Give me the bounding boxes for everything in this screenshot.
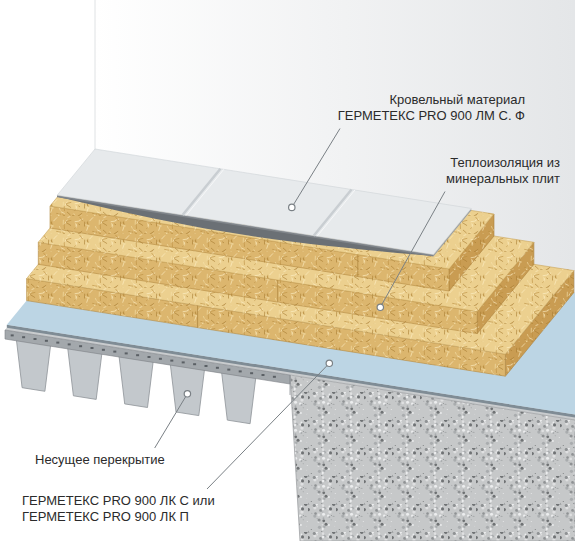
membrane-seam [314,190,352,236]
label-anchor: Кровельный материал ГЕРМЕТЕКС PRO 900 ЛМ… [325,92,525,125]
leader-line [380,192,445,308]
slab-joint [357,255,358,277]
label-anchor: Теплоизоляция из минеральных плит [410,155,560,188]
membrane-top [57,149,471,255]
deck-rib [16,340,50,392]
deck-perforation [273,376,276,378]
deck-perforation [136,354,139,356]
deck-rib [119,356,153,408]
membrane-seam-light [186,169,224,215]
deck-perforation [45,340,48,342]
deck-perforation [68,343,71,345]
callout-label: Теплоизоляция из минеральных плит [410,155,560,188]
deck-perforation [11,334,14,336]
callout-label: Кровельный материал ГЕРМЕТЕКС PRO 900 ЛМ… [325,92,525,125]
roof-layers [5,0,575,541]
callout-label: ГЕРМЕТЕКС PRO 900 ЛК С или ГЕРМЕТЕКС PRO… [22,493,232,526]
leader-dot [184,391,190,397]
leader-lines [155,129,445,490]
deck-rib [170,364,204,416]
deck-perforation [102,349,105,351]
deck-perforation [205,365,208,367]
deck-perforation [182,361,185,363]
deck-perforation [170,360,173,362]
deck-perforation [22,336,25,338]
deck-perforation [262,374,265,376]
deck-perforation [91,347,94,349]
slab-joint [277,280,278,302]
label-anchor: ГЕРМЕТЕКС PRO 900 ЛК С или ГЕРМЕТЕКС PRO… [22,493,232,526]
deck-perforation [239,370,242,372]
leader-line [292,129,340,208]
deck-perforation [250,372,253,374]
leader-dot [377,304,383,310]
leader-dot [289,204,295,210]
deck-perforation [113,351,116,353]
deck-perforation [216,367,219,369]
deck-perforation [148,356,151,358]
callout-label: Несущее перекрытие [35,452,165,468]
deck-perforation [125,352,128,354]
leader-dot [326,360,332,366]
deck-rib [68,348,102,400]
deck-perforation [227,369,230,371]
deck-perforation [193,363,196,365]
leader-line [155,394,188,448]
leader-line [207,363,329,489]
slab-joint [197,306,198,328]
deck-perforation [56,342,59,344]
label-anchor: Несущее перекрытие [35,452,165,468]
deck-perforation [159,358,162,360]
deck-perforation [79,345,82,347]
deck-perforation [34,338,37,340]
deck-rib [222,372,256,424]
deck-edge [290,375,291,395]
membrane-seam [183,169,221,215]
membrane-seam-light [317,190,355,236]
roof-membrane [57,149,471,257]
